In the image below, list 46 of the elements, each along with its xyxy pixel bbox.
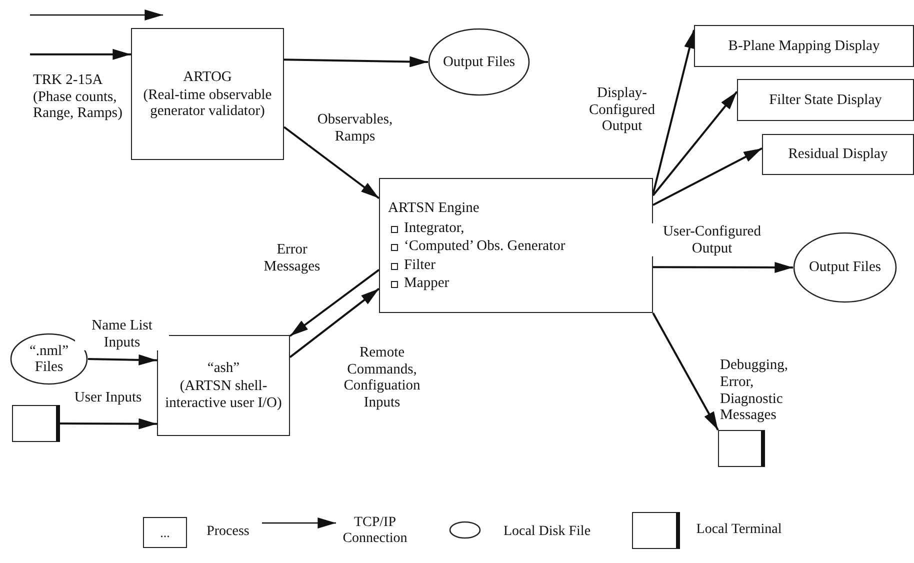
process-box	[694, 25, 914, 67]
node-text: Output Files	[808, 259, 882, 276]
list-item: Mapper	[388, 274, 450, 292]
node-caption: Debugging, Error, Diagnostic Messages	[720, 357, 790, 424]
process-box	[157, 335, 290, 436]
arrow	[88, 354, 158, 366]
ellipsis-text: ...	[160, 524, 170, 540]
arrow	[652, 147, 762, 206]
node-text: (ARTSN shell-interactive user I/O)	[164, 378, 283, 411]
node-title: ARTSN Engine	[388, 200, 480, 216]
arrow	[60, 418, 157, 430]
node-text: “.nml” Files	[28, 342, 70, 376]
list-item: Integrator,	[388, 220, 464, 236]
legend-label: Process	[206, 524, 250, 540]
node-caption: TRK 2-15A (Phase counts, Range, Ramps)	[33, 72, 124, 122]
process-box	[737, 79, 914, 121]
edge-label: Name List Inputs	[75, 317, 169, 351]
list-item: ‘Computed’ Obs. Generator	[388, 238, 566, 255]
arrow	[652, 30, 695, 194]
process-box	[762, 134, 914, 175]
disk-file-ellipse	[428, 28, 530, 96]
disk-file-ellipse	[10, 333, 88, 385]
node-text: (Real-time observable generator validator)	[142, 86, 273, 120]
node-text: Filter State Display	[769, 92, 882, 108]
arrow	[652, 312, 719, 430]
node-title: ARTOG	[183, 68, 232, 85]
arrow	[30, 48, 131, 60]
process-box	[379, 178, 653, 313]
arrow	[652, 90, 738, 196]
node-text: Output Files	[442, 54, 516, 70]
legend-label: Local Disk File	[502, 524, 592, 540]
process-box	[131, 28, 284, 160]
arrow	[289, 269, 380, 337]
node-text: Residual Display	[788, 146, 888, 163]
legend-label: Local Terminal	[695, 522, 783, 538]
terminal-box	[12, 405, 60, 442]
list-item: Filter	[388, 256, 436, 273]
arrow	[284, 56, 428, 68]
legend-label: TCP/IP Connection	[342, 515, 408, 548]
disk-file-ellipse	[793, 232, 897, 303]
terminal-box	[718, 430, 765, 467]
arrow	[283, 126, 380, 200]
node-text: B-Plane Mapping Display	[728, 38, 880, 54]
arrow	[289, 288, 380, 358]
node-title: “ash”	[207, 360, 240, 376]
arrow	[653, 262, 793, 273]
